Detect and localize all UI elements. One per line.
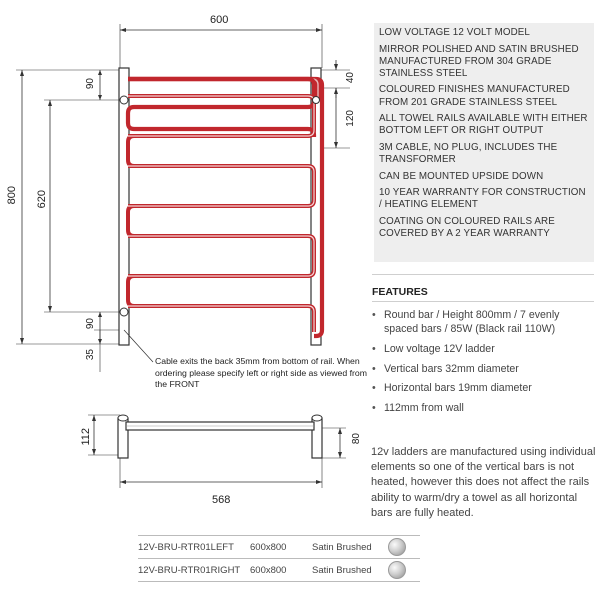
spec-panel: LOW VOLTAGE 12 VOLT MODEL MIRROR POLISHE… bbox=[374, 23, 594, 262]
product-code: 12V-BRU-RTR01LEFT bbox=[138, 541, 234, 553]
dim-cable-offset: 35 bbox=[85, 349, 96, 361]
spec-item: MIRROR POLISHED AND SATIN BRUSHED MANUFA… bbox=[379, 43, 579, 79]
dim-top-rail-drop: 40 bbox=[345, 72, 356, 84]
satin-brushed-swatch-icon bbox=[388, 538, 406, 556]
divider bbox=[372, 301, 594, 302]
product-size: 600x800 bbox=[250, 564, 287, 576]
spec-item: COATING ON COLOURED RAILS ARE COVERED BY… bbox=[379, 215, 555, 239]
table-row: 12V-BRU-RTR01RIGHT 600x800 Satin Brushed bbox=[138, 558, 420, 582]
front-elevation-drawing bbox=[16, 24, 350, 372]
dim-height: 800 bbox=[6, 186, 18, 205]
features-list: Round bar / Height 800mm / 7 evenly spac… bbox=[356, 308, 596, 421]
table-row: 12V-BRU-RTR01LEFT 600x800 Satin Brushed bbox=[138, 535, 420, 559]
product-finish: Satin Brushed bbox=[312, 564, 372, 576]
top-view-drawing bbox=[88, 414, 346, 488]
feature-item: Round bar / Height 800mm / 7 evenly spac… bbox=[356, 308, 596, 336]
feature-item: 112mm from wall bbox=[356, 401, 596, 415]
product-table: 12V-BRU-RTR01LEFT 600x800 Satin Brushed … bbox=[138, 535, 420, 582]
feature-item: Low voltage 12V ladder bbox=[356, 342, 596, 356]
feature-item: Vertical bars 32mm diameter bbox=[356, 362, 596, 376]
spec-list: LOW VOLTAGE 12 VOLT MODEL MIRROR POLISHE… bbox=[374, 23, 594, 240]
spec-item: 3M CABLE, NO PLUG, INCLUDES THE TRANSFOR… bbox=[379, 141, 558, 166]
spec-item: 10 YEAR WARRANTY FOR CONSTRUCTION / HEAT… bbox=[379, 187, 586, 211]
spec-item: ALL TOWEL RAILS AVAILABLE WITH EITHER BO… bbox=[379, 113, 588, 137]
spec-item: COLOURED FINISHES MANUFACTURED FROM 201 … bbox=[379, 84, 570, 108]
product-size: 600x800 bbox=[250, 541, 287, 553]
dim-front-width: 600 bbox=[210, 14, 229, 26]
dim-base-width: 568 bbox=[212, 494, 231, 506]
dim-bottom-offset: 90 bbox=[85, 318, 96, 330]
dim-wall-depth: 112 bbox=[80, 428, 92, 446]
feature-item: Horizontal bars 19mm diameter bbox=[356, 381, 596, 395]
dim-top-offset: 90 bbox=[85, 78, 96, 90]
features-heading: FEATURES bbox=[372, 286, 428, 298]
product-code: 12V-BRU-RTR01RIGHT bbox=[138, 564, 241, 576]
spec-item: CAN BE MOUNTED UPSIDE DOWN bbox=[379, 170, 544, 182]
satin-brushed-swatch-icon bbox=[388, 561, 406, 579]
divider bbox=[372, 274, 594, 275]
cable-exit-note: Cable exits the back 35mm from bottom of… bbox=[155, 356, 367, 390]
dim-bar-span: 620 bbox=[36, 190, 48, 209]
product-finish: Satin Brushed bbox=[312, 541, 372, 553]
dim-rail-spacing: 120 bbox=[345, 110, 356, 127]
dim-rail-depth: 80 bbox=[351, 433, 362, 445]
spec-item: LOW VOLTAGE 12 VOLT MODEL bbox=[379, 27, 530, 38]
features-note: 12v ladders are manufactured using indiv… bbox=[371, 446, 596, 519]
